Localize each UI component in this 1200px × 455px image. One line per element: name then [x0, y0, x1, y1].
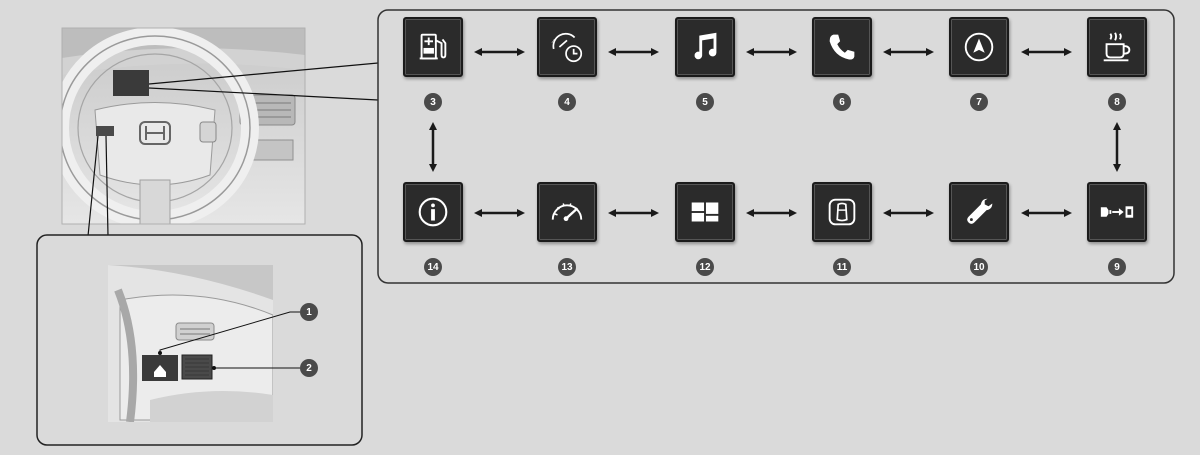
speedometer-icon — [537, 182, 597, 242]
menu-number-13: 13 — [558, 258, 576, 276]
svg-text:∕: ∕ — [551, 39, 555, 45]
menu-number-12: 12 — [696, 258, 714, 276]
callout-number-1: 1 — [300, 303, 318, 321]
split-screen-icon — [675, 182, 735, 242]
menu-number-11: 11 — [833, 258, 851, 276]
menu-number-4: 4 — [558, 93, 576, 111]
driver-assist-icon — [1087, 182, 1147, 242]
steering-wheel-photo — [62, 28, 305, 224]
menu-number-14: 14 — [424, 258, 442, 276]
car-status-icon — [812, 182, 872, 242]
menu-number-5: 5 — [696, 93, 714, 111]
navigation-icon — [949, 17, 1009, 77]
callout-number-2: 2 — [300, 359, 318, 377]
menu-number-8: 8 — [1108, 93, 1126, 111]
menu-number-3: 3 — [424, 93, 442, 111]
coffee-cup-icon — [1087, 17, 1147, 77]
menu-number-6: 6 — [833, 93, 851, 111]
menu-number-9: 9 — [1108, 258, 1126, 276]
steering-button-detail-photo — [108, 265, 273, 422]
music-icon — [675, 17, 735, 77]
trip-timer-icon: ∕ — [537, 17, 597, 77]
wrench-icon — [949, 182, 1009, 242]
menu-number-10: 10 — [970, 258, 988, 276]
fuel-icon — [403, 17, 463, 77]
phone-icon — [812, 17, 872, 77]
info-icon — [403, 182, 463, 242]
menu-number-7: 7 — [970, 93, 988, 111]
